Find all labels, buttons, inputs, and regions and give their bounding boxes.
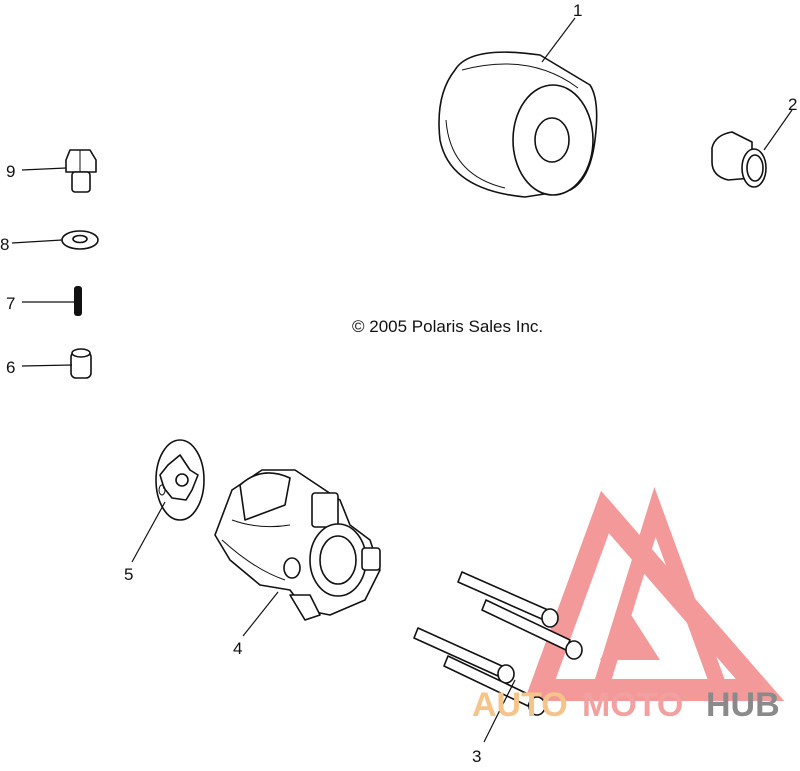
watermark-logo bbox=[524, 486, 785, 701]
callout-6: 6 bbox=[6, 358, 15, 377]
long-bolt bbox=[413, 627, 515, 684]
callout-9: 9 bbox=[6, 162, 15, 181]
watermark-word-auto: AUTO bbox=[472, 686, 568, 724]
callout-7: 7 bbox=[6, 294, 15, 313]
washer-part bbox=[61, 230, 99, 250]
fitting-part bbox=[711, 131, 767, 188]
callout-5: 5 bbox=[124, 565, 133, 584]
callout-2: 2 bbox=[788, 95, 797, 114]
long-bolt bbox=[457, 571, 559, 628]
long-bolt bbox=[481, 599, 583, 660]
pin-part bbox=[74, 286, 82, 316]
callout-4: 4 bbox=[233, 639, 242, 658]
rotor-part bbox=[155, 439, 205, 521]
callout-3: 3 bbox=[472, 747, 481, 766]
oil-filter-part bbox=[438, 51, 598, 198]
copyright-text: © 2005 Polaris Sales Inc. bbox=[352, 317, 543, 336]
long-bolt bbox=[443, 655, 546, 716]
watermark-word-moto: MOTO bbox=[582, 686, 683, 724]
watermark-word-hub: HUB bbox=[706, 686, 780, 724]
callout-1: 1 bbox=[573, 1, 582, 20]
long-bolts-part bbox=[413, 571, 583, 716]
oil-pump-part bbox=[214, 469, 381, 621]
bolt-part bbox=[65, 149, 97, 193]
dowel-part bbox=[70, 348, 92, 379]
callout-8: 8 bbox=[0, 235, 9, 254]
watermark-wordmark: AUTO MOTO HUB bbox=[472, 686, 780, 724]
leader-lines bbox=[11, 17, 793, 743]
